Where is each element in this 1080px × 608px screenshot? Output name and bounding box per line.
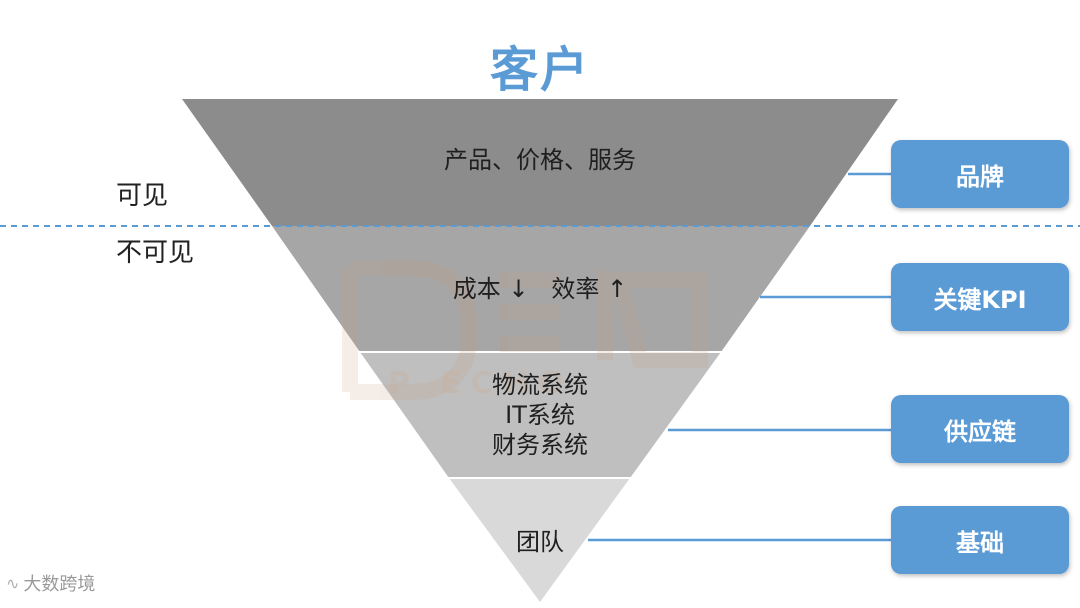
badge-kpi: 关键KPI: [891, 263, 1069, 331]
layer-text-cost-efficiency: 成本 ↓ 效率 ↑: [452, 275, 628, 303]
watermark-text: P ECHO: [388, 366, 574, 401]
layer-band-kpi: [272, 226, 810, 352]
watermark-logo: [342, 260, 708, 400]
footer-logo: ∿ 大数跨境: [6, 570, 95, 596]
visible-label: 可见: [116, 181, 169, 211]
layer-text-systems: 物流系统 IT系统 财务系统: [440, 370, 640, 460]
layer-text-it-system: IT系统: [505, 401, 575, 429]
page-title: 客户: [489, 42, 590, 98]
layer-text-logistics-system: 物流系统: [492, 371, 588, 399]
badge-supply-chain: 供应链: [891, 395, 1069, 463]
layer-text-finance-system: 财务系统: [492, 431, 588, 459]
badge-foundation: 基础: [891, 506, 1069, 574]
layer-band-foundation: [449, 478, 630, 602]
invisible-label: 不可见: [116, 238, 195, 268]
footer-brand-text: 大数跨境: [23, 574, 96, 595]
layer-band-brand: [182, 99, 898, 226]
badge-brand: 品牌: [891, 140, 1069, 208]
layer-band-supply-chain: [360, 352, 721, 478]
brand-logo-icon: ∿: [6, 573, 20, 593]
layer-text-products: 产品、价格、服务: [444, 146, 636, 174]
layer-text-team: 团队: [516, 528, 564, 556]
